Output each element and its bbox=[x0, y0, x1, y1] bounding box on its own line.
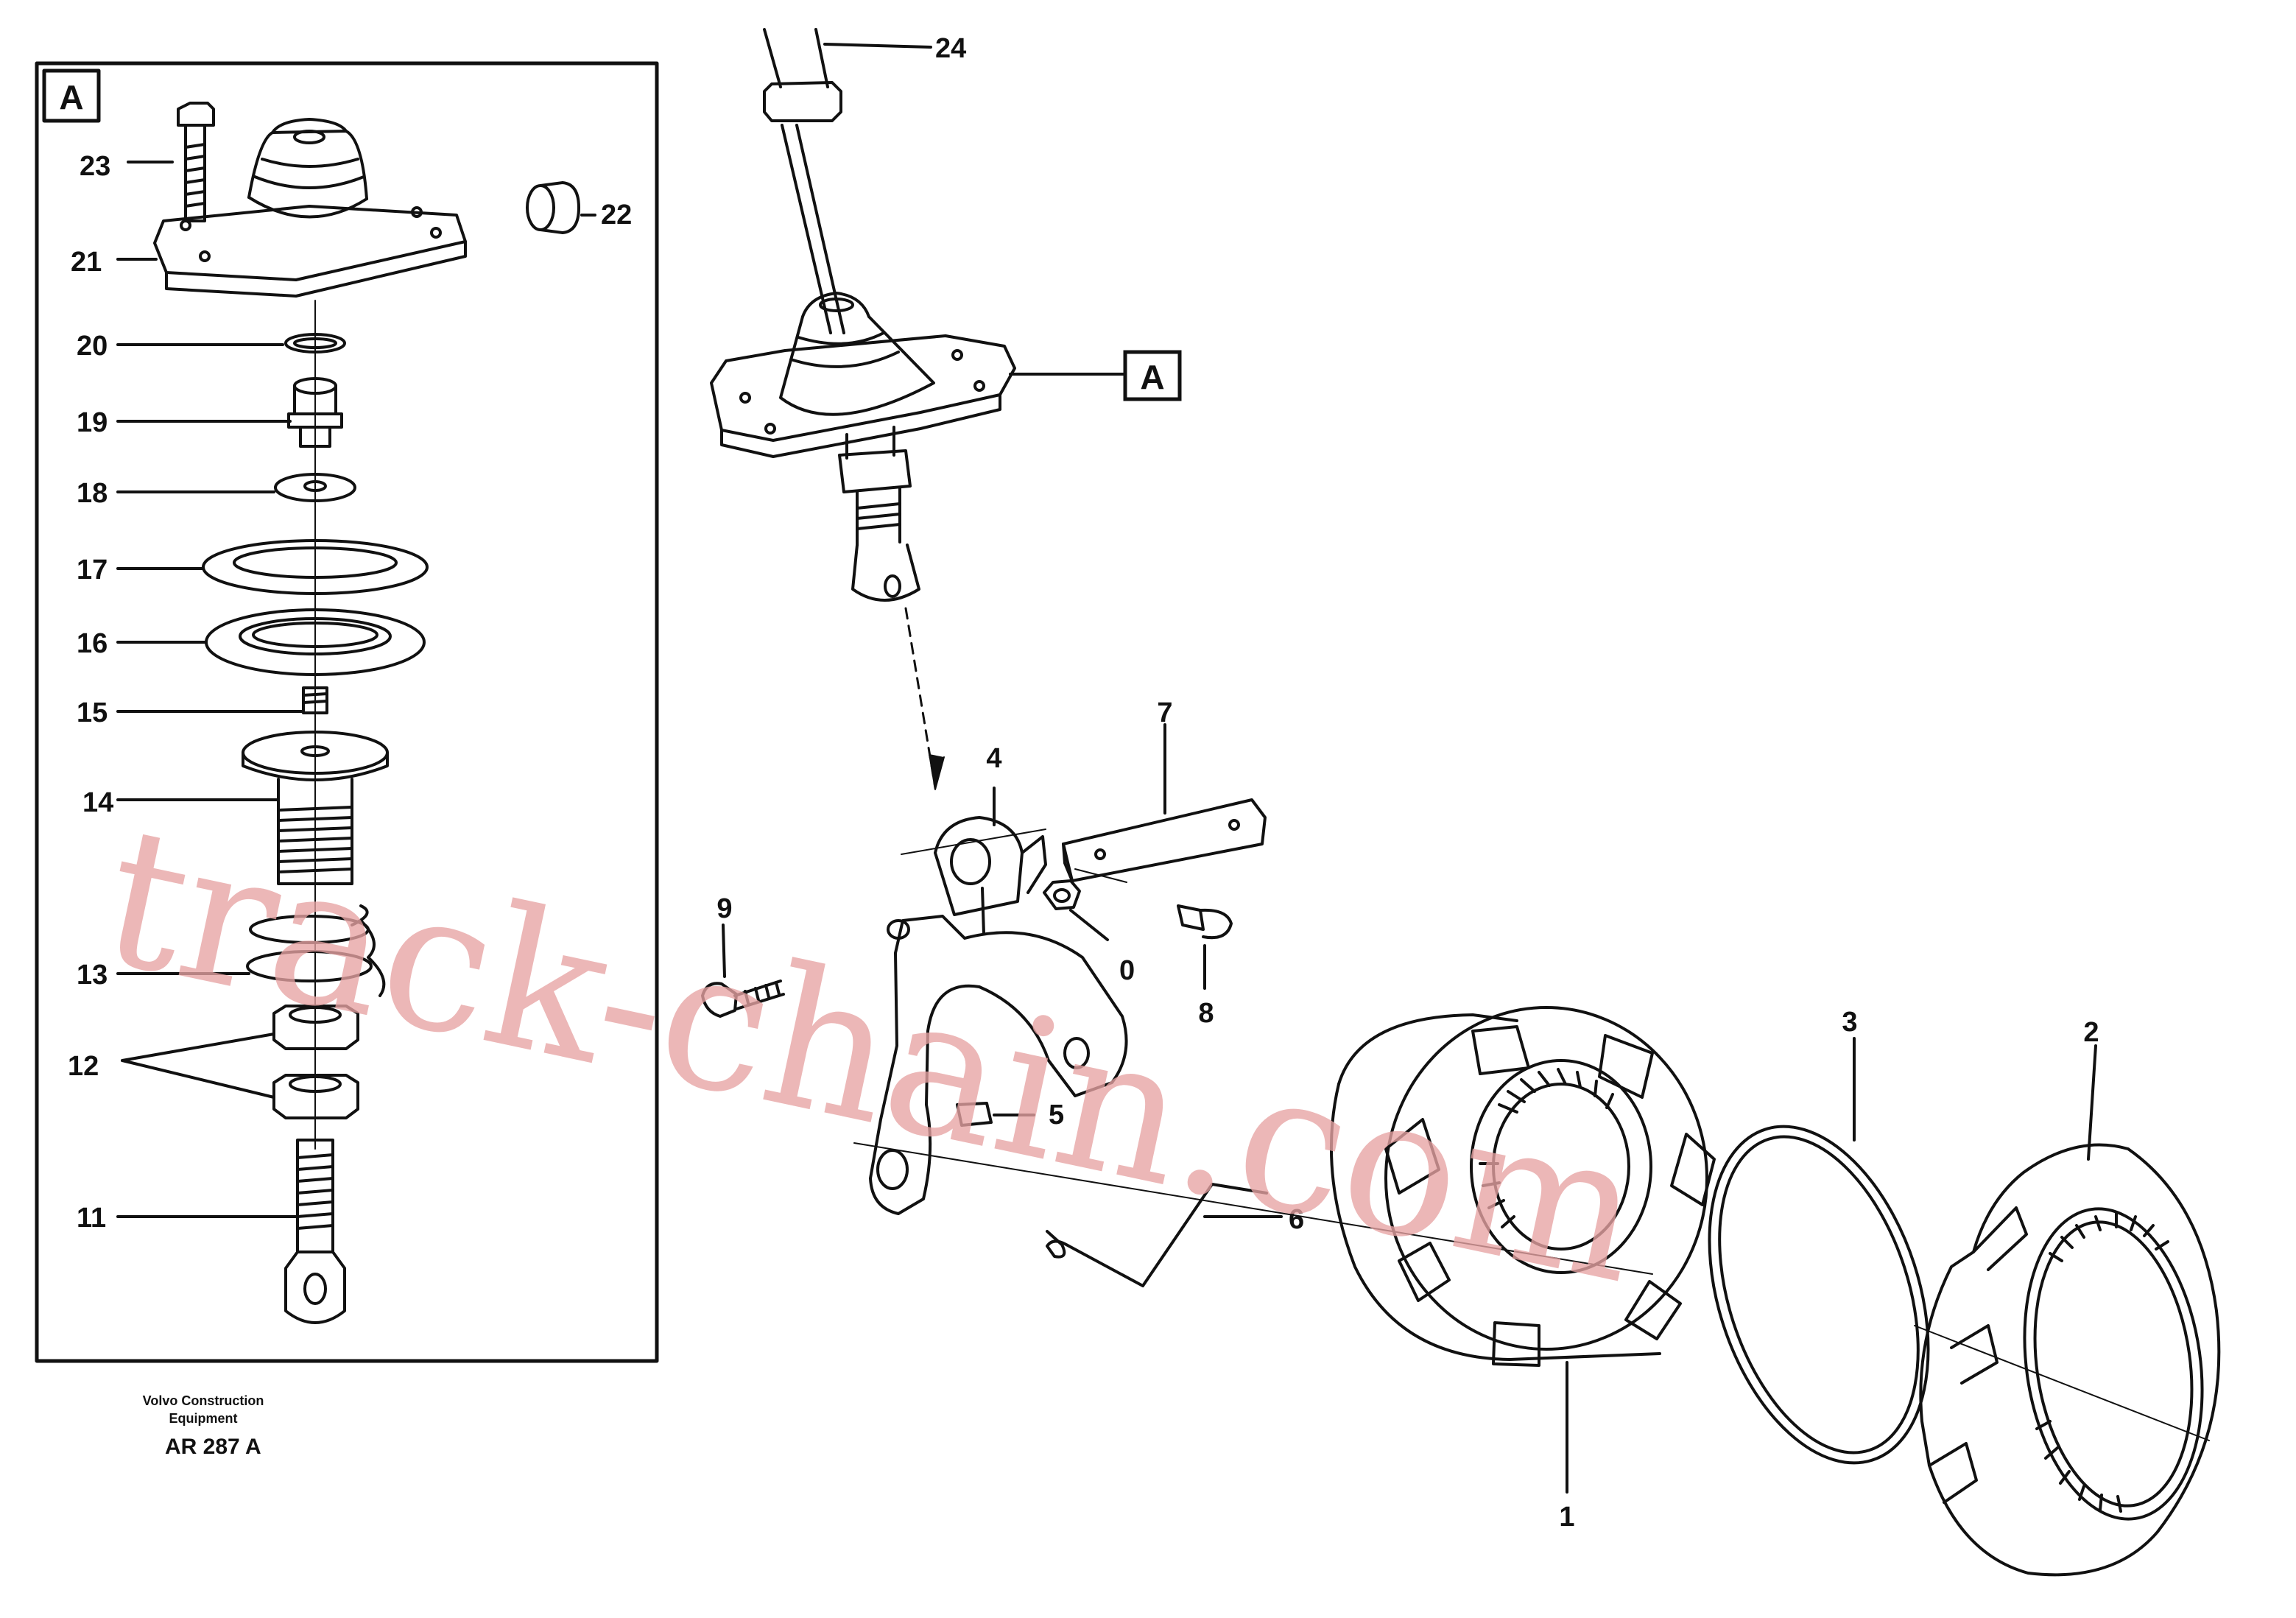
main-detail-tag-box bbox=[1123, 350, 1182, 401]
part-12-nut-lower bbox=[272, 1074, 359, 1119]
callout-4: 4 bbox=[986, 743, 1001, 774]
part-23-bolt bbox=[177, 102, 215, 222]
callout-17: 17 bbox=[77, 555, 108, 585]
part-21-mount bbox=[153, 118, 467, 298]
callout-14: 14 bbox=[82, 787, 113, 818]
callout-18: 18 bbox=[77, 478, 108, 509]
part-5-fork bbox=[869, 915, 1128, 1215]
main-detail-tag: A bbox=[1140, 358, 1164, 396]
detail-tag: A bbox=[59, 78, 83, 116]
part-9-screw bbox=[701, 979, 785, 1018]
company-line-2: Equipment bbox=[169, 1411, 238, 1426]
arrow-head bbox=[929, 753, 945, 790]
callout-19: 19 bbox=[77, 407, 108, 438]
part-13-spring bbox=[246, 904, 386, 997]
part-22-cap bbox=[526, 181, 580, 234]
part-10-nut bbox=[1043, 879, 1081, 910]
callout-16: 16 bbox=[77, 628, 108, 659]
callout-12: 12 bbox=[68, 1051, 99, 1082]
part-1-clutch-sleeve bbox=[1329, 1006, 1716, 1367]
part-15-nipple bbox=[302, 686, 328, 714]
callout-15: 15 bbox=[77, 697, 108, 728]
callout-3: 3 bbox=[1842, 1007, 1857, 1038]
part-14-tube bbox=[242, 731, 389, 885]
company-line-1: Volvo Construction bbox=[143, 1393, 264, 1408]
detail-frame bbox=[35, 61, 659, 1363]
callout-6: 6 bbox=[1289, 1204, 1304, 1235]
part-3-oring bbox=[1708, 1125, 1930, 1465]
callout-11: 11 bbox=[77, 1203, 106, 1234]
callout-13: 13 bbox=[77, 960, 108, 991]
callout-7: 7 bbox=[1157, 697, 1172, 728]
part-11-rod bbox=[284, 1139, 346, 1324]
drawing-reference: AR 287 A bbox=[165, 1435, 261, 1459]
watermark: track-chain.com bbox=[86, 784, 1660, 1326]
part-20-oring bbox=[284, 333, 346, 354]
part-7-bar bbox=[1062, 798, 1267, 882]
callout-23: 23 bbox=[80, 151, 110, 182]
callout-8: 8 bbox=[1198, 998, 1214, 1029]
part-6-wire bbox=[1046, 1183, 1268, 1287]
part-24-cable bbox=[763, 28, 845, 334]
main-leader-lines bbox=[722, 43, 2097, 1494]
callout-1: 1 bbox=[1559, 1502, 1574, 1533]
callout-24: 24 bbox=[935, 33, 966, 64]
callout-22: 22 bbox=[601, 200, 632, 231]
callout-9: 9 bbox=[716, 893, 732, 924]
assembly-axis-main bbox=[853, 1142, 2210, 1441]
detail-tag-box bbox=[42, 68, 101, 123]
callout-2: 2 bbox=[2083, 1017, 2099, 1048]
part-18-washer bbox=[274, 473, 356, 502]
callout-5: 5 bbox=[1049, 1100, 1064, 1130]
lever-axis bbox=[901, 829, 1127, 883]
callout-21: 21 bbox=[71, 247, 102, 278]
part-4-lever bbox=[934, 816, 1047, 935]
main-mount-housing bbox=[710, 292, 1016, 602]
part-2-splined-ring bbox=[1919, 1143, 2221, 1577]
callout-20: 20 bbox=[77, 331, 108, 362]
callout-10: 0 bbox=[1119, 955, 1135, 986]
detail-leader-lines bbox=[116, 161, 596, 1218]
part-12-nut-upper bbox=[272, 1005, 359, 1050]
part-8-bolt bbox=[1177, 904, 1233, 940]
